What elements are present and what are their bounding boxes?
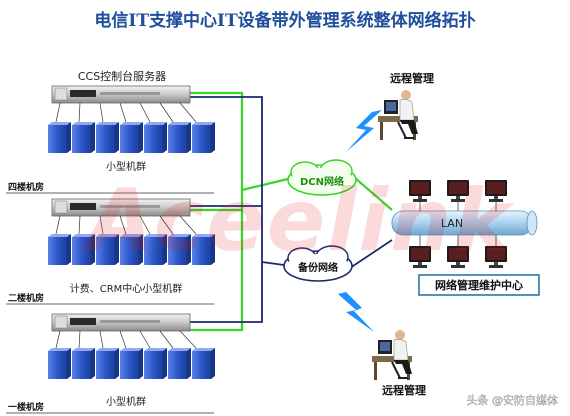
floor-dividers (6, 192, 214, 414)
source-credit: 头条 @安防自媒体 (467, 393, 559, 407)
remote-admin-bottom-icon (371, 329, 413, 381)
server-cluster-bottom (48, 348, 215, 379)
serial-cables (55, 102, 197, 349)
backup-links (190, 96, 393, 323)
remote-management-label-bottom: 远程管理 (382, 383, 426, 397)
lightning-top-icon (346, 110, 382, 152)
dcn-network-label: DCN网络 (300, 175, 344, 188)
lightning-bottom-icon (338, 292, 374, 332)
cluster-label-top: 小型机群 (106, 160, 146, 173)
ccs-console-server-1 (51, 85, 191, 104)
remote-management-label-top: 远程管理 (390, 71, 434, 85)
cluster-label-bottom: 小型机群 (106, 395, 146, 408)
floor-label-4: 四楼机房 (8, 181, 44, 193)
cluster-label-middle: 计费、CRM中心小型机群 (70, 282, 183, 295)
ccs-server-label: CCS控制台服务器 (78, 69, 166, 83)
floor-label-2: 二楼机房 (8, 292, 44, 304)
ccs-console-server-3 (51, 313, 191, 332)
lan-label: LAN (441, 217, 463, 230)
lan-bus (391, 210, 538, 236)
nmc-label: 网络管理维护中心 (435, 278, 523, 292)
backup-cloud (283, 245, 353, 282)
server-cluster-top (48, 122, 215, 153)
dcn-links (190, 91, 393, 332)
page-title: 电信IT支撑中心IT设备带外管理系统整体网络拓扑 (94, 10, 475, 31)
remote-admin-top-icon (377, 89, 419, 141)
nmc-box (418, 274, 540, 296)
backup-network-label: 备份网络 (297, 261, 338, 274)
workstation-links (419, 200, 497, 246)
floor-label-1: 一楼机房 (8, 401, 44, 413)
dcn-cloud (287, 159, 357, 196)
ccs-console-server-2 (51, 198, 191, 217)
watermark: Aceelink (82, 171, 516, 271)
